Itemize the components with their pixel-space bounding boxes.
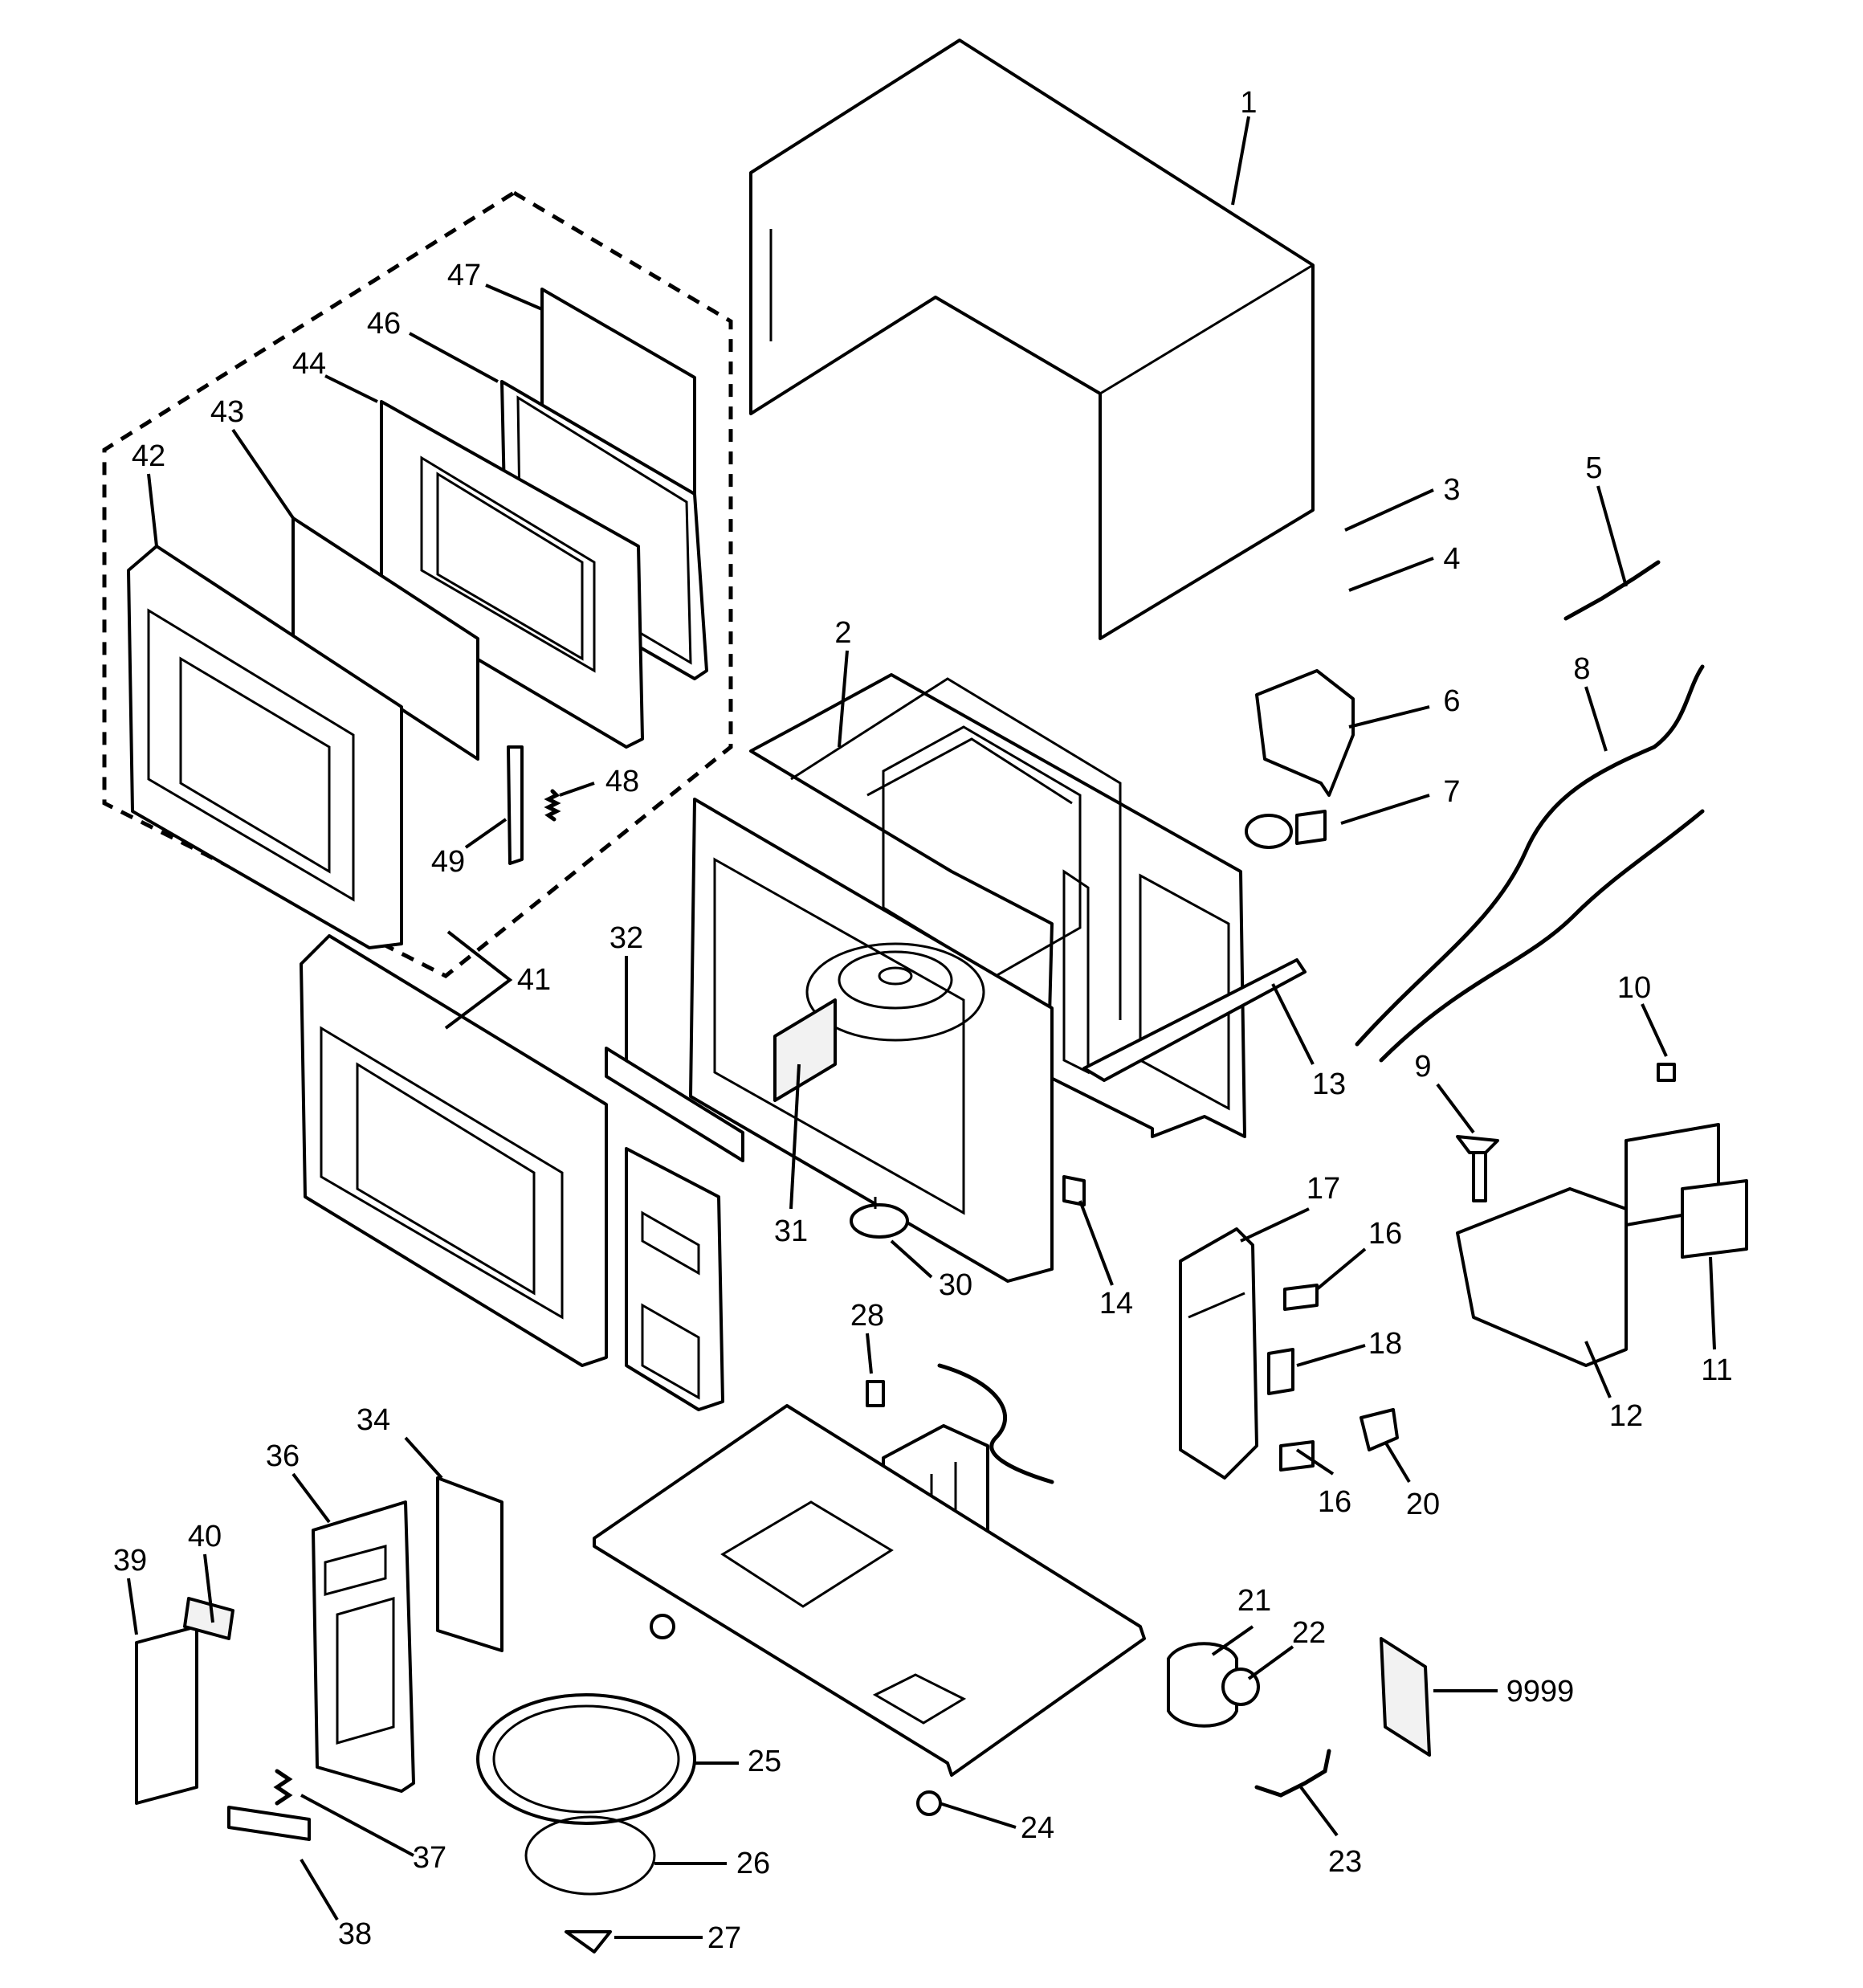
callout-27: 27 [707,1921,741,1955]
callout-9999: 9999 [1506,1675,1575,1708]
callout-12: 12 [1609,1399,1643,1433]
callout-28: 28 [850,1299,884,1333]
callout-3: 3 [1443,473,1460,507]
callout-34: 34 [357,1403,390,1437]
callout-37: 37 [413,1841,446,1875]
glass-turntable [476,1693,696,1825]
keypad-overlay [135,1625,198,1805]
control-panel-frame [625,1147,724,1411]
latch-spring [544,789,561,822]
callout-44: 44 [292,347,326,381]
callout-18: 18 [1368,1327,1402,1361]
callout-16-upper: 16 [1368,1217,1402,1251]
thermal-cutout [1657,1063,1676,1082]
callout-10: 10 [1617,971,1651,1005]
callout-39: 39 [113,1544,147,1578]
callout-26: 26 [736,1847,770,1880]
callout-1: 1 [1240,86,1257,120]
cavity-clip [1062,1175,1086,1206]
roller-ring [524,1815,656,1896]
high-voltage-capacitor [1167,1642,1260,1728]
callout-14: 14 [1099,1287,1133,1321]
callout-25: 25 [748,1745,781,1778]
outer-case [749,39,1315,640]
callout-36: 36 [266,1439,300,1473]
callout-16-lower: 16 [1318,1485,1351,1519]
inner-door-panel [380,400,644,749]
callout-41: 41 [517,963,551,997]
foot [916,1790,942,1816]
trim-strip [605,1047,744,1162]
interlock-bracket [1179,1227,1258,1480]
waveguide [1456,1187,1628,1367]
door-glass [291,516,479,761]
wire-harness [1379,809,1705,1063]
turntable-in-cavity [805,942,985,1042]
callout-11: 11 [1701,1353,1732,1387]
callout-40: 40 [188,1520,222,1553]
turntable-coupler [565,1930,612,1953]
callout-6: 6 [1443,684,1460,718]
literature-envelope [1380,1637,1431,1757]
callout-38: 38 [338,1917,372,1951]
callout-23: 23 [1328,1845,1362,1879]
interlock-switch [1283,1284,1319,1311]
control-panel-housing [312,1500,415,1793]
door-assembly [300,934,608,1367]
callout-5: 5 [1585,451,1602,485]
leader-lines [127,116,1716,1939]
fuse-holder [1456,1135,1499,1202]
callout-8: 8 [1573,652,1590,686]
foot [650,1614,675,1639]
callout-17: 17 [1307,1172,1340,1206]
callout-31: 31 [774,1214,808,1248]
callout-7: 7 [1443,775,1460,809]
callout-47: 46 [367,307,401,341]
callout-2: 2 [834,616,851,650]
interlock-switch [1267,1348,1294,1395]
magnetron [1625,1123,1748,1259]
air-guide [1255,669,1355,797]
callout-22: 22 [1292,1616,1326,1650]
callout-42: 42 [132,439,165,473]
callout-21: 21 [1237,1584,1271,1618]
door-open-button [227,1806,311,1841]
callout-24: 24 [1021,1811,1054,1845]
callout-labels: 1 2 3 4 5 6 7 8 9 10 11 12 13 14 16 16 1… [113,86,1733,1955]
callout-43: 43 [210,395,244,429]
callout-46: 47 [447,259,481,292]
cavity-label [773,998,837,1102]
callout-13: 13 [1312,1067,1346,1101]
high-voltage-diode [1254,1749,1331,1798]
interlock-switch [1279,1440,1315,1472]
callout-32: 32 [609,921,643,955]
power-cord [1563,560,1661,621]
door-assembly-boundary [102,190,733,978]
callout-20: 20 [1406,1488,1440,1521]
door-spring [273,1769,293,1806]
callout-9: 9 [1414,1050,1431,1084]
base-plate [593,1404,1146,1777]
callout-48: 48 [605,765,639,798]
oven-cavity [749,673,1246,1138]
fan-motor [1245,810,1327,849]
door-frame [127,545,403,949]
callout-4: 4 [1443,542,1460,576]
control-circuit-board [436,1476,503,1652]
membrane-tail [183,1597,234,1640]
wire-harness [1355,664,1705,1047]
latch-lever [1360,1408,1399,1451]
turntable-motor [850,1197,909,1239]
cavity-brace [1082,958,1307,1082]
callout-49: 49 [431,845,465,879]
door-latch [507,745,524,865]
callout-30: 30 [939,1268,972,1302]
